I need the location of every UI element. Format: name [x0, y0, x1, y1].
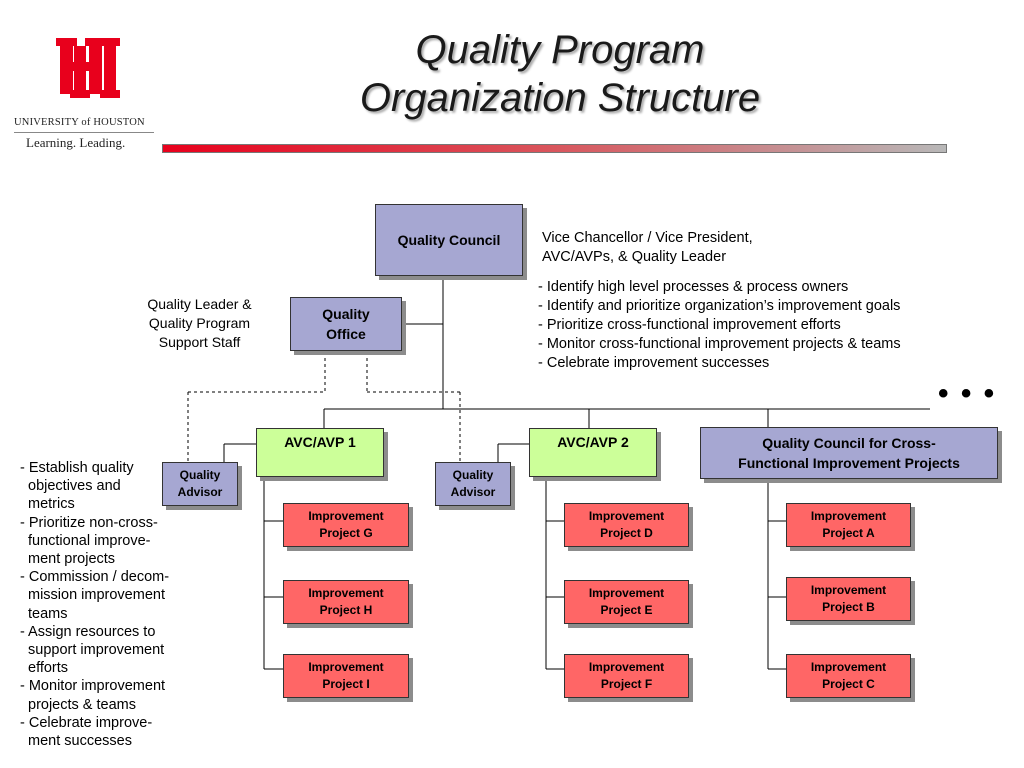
quality-office-description-line: Support Staff [158, 334, 241, 350]
quality-office-description: Quality Leader & Quality Program Support… [132, 295, 267, 352]
advisor-duty-line: - Celebrate improve- [20, 714, 153, 731]
university-logo: UNIVERSITY of HOUSTON Learning. Leading. [14, 34, 164, 154]
avc-avp-2-label: AVC/AVP 2 [557, 434, 629, 450]
logo-divider [14, 132, 154, 133]
cross-functional-council-box: Quality Council for Cross- Functional Im… [700, 427, 998, 479]
quality-advisor-duties: - Establish quality objectives and metri… [20, 459, 169, 750]
project-label-line: Improvement [588, 509, 665, 523]
project-label-line: Improvement [588, 586, 665, 600]
project-label-line: Improvement [308, 509, 384, 523]
advisor-duty-line: support improvement [28, 642, 165, 659]
quality-office-box: Quality Office [290, 297, 402, 351]
advisor-duty-line: - Monitor improvement [20, 678, 166, 695]
advisor-label-line: Advisor [177, 485, 223, 499]
project-label-line: Project H [319, 603, 373, 617]
avc-avp-1-label: AVC/AVP 1 [284, 434, 356, 450]
avc-avp-1-box: AVC/AVP 1 [256, 428, 384, 477]
quality-council-duties: - Identify high level processes & proces… [538, 278, 901, 373]
improvement-project-c-box: Improvement Project C [786, 654, 911, 698]
project-label-line: Improvement [810, 583, 887, 597]
improvement-project-e-box: Improvement Project E [564, 580, 689, 624]
improvement-project-f-box: Improvement Project F [564, 654, 689, 698]
project-label-line: Project I [322, 677, 370, 691]
improvement-project-h-box: Improvement Project H [283, 580, 409, 624]
advisor-duty-line: ment projects [28, 551, 116, 568]
advisor-duty-line: mission improvement [28, 587, 165, 604]
duty-item: - Prioritize cross-functional improvemen… [538, 317, 841, 333]
title-line-1: Quality Program [415, 28, 705, 72]
advisor-duty-line: ment successes [28, 733, 132, 750]
advisor-label-line: Quality [452, 468, 494, 482]
advisor-duty-line: objectives and [28, 478, 121, 495]
advisor-duty-line: - Assign resources to [20, 623, 156, 640]
project-label-line: Project G [319, 526, 373, 540]
project-label-line: Project F [600, 677, 653, 691]
university-name: UNIVERSITY of HOUSTON [14, 117, 145, 128]
quality-advisor-2-box: Quality Advisor [435, 462, 511, 506]
page-title: Quality Program Organization Structure [280, 26, 840, 122]
project-label-line: Improvement [810, 660, 887, 674]
quality-council-box: Quality Council [375, 204, 523, 276]
advisor-duty-line: efforts [28, 660, 69, 677]
quality-office-description-line: Quality Leader & [147, 296, 252, 312]
project-label-line: Project A [822, 526, 875, 540]
cross-council-label-line: Functional Improvement Projects [738, 455, 960, 471]
project-label-line: Improvement [308, 660, 384, 674]
project-label-line: Improvement [308, 586, 384, 600]
advisor-label-line: Quality [179, 468, 221, 482]
improvement-project-a-box: Improvement Project A [786, 503, 911, 547]
quality-office-description-line: Quality Program [148, 315, 251, 331]
advisor-duty-line: - Prioritize non-cross- [20, 514, 158, 531]
advisor-duty-line: metrics [28, 496, 75, 513]
advisor-duty-line: projects & teams [28, 696, 136, 713]
quality-office-label-line: Quality [322, 306, 370, 322]
quality-council-label: Quality Council [397, 232, 501, 248]
university-tagline: Learning. Leading. [26, 135, 126, 150]
title-line-2: Organization Structure [359, 76, 761, 120]
quality-council-description-line: Vice Chancellor / Vice President, [542, 230, 753, 246]
improvement-project-d-box: Improvement Project D [564, 503, 689, 547]
advisor-label-line: Advisor [450, 485, 496, 499]
duty-item: - Celebrate improvement successes [538, 355, 770, 371]
project-label-line: Improvement [588, 660, 665, 674]
improvement-project-i-box: Improvement Project I [283, 654, 409, 698]
uh-interlocking-logo-icon [56, 38, 120, 98]
quality-council-description: Vice Chancellor / Vice President, AVC/AV… [542, 229, 753, 267]
project-label-line: Project B [822, 600, 875, 614]
more-ellipsis: • • • [938, 377, 997, 410]
duty-item: - Monitor cross-functional improvement p… [538, 336, 901, 352]
project-label-line: Project E [600, 603, 653, 617]
advisor-duty-line: - Commission / decom- [20, 569, 170, 586]
improvement-project-b-box: Improvement Project B [786, 577, 911, 621]
cross-council-label-line: Quality Council for Cross- [762, 435, 936, 451]
quality-advisor-1-box: Quality Advisor [162, 462, 238, 506]
title-divider-bar [162, 144, 947, 153]
duty-item: - Identify and prioritize organization’s… [538, 298, 901, 314]
project-label-line: Project C [822, 677, 875, 691]
project-label-line: Improvement [810, 509, 887, 523]
project-label-line: Project D [600, 526, 653, 540]
advisor-duty-line: teams [28, 605, 68, 622]
advisor-duty-line: functional improve- [28, 532, 151, 549]
quality-office-label-line: Office [326, 326, 366, 342]
duty-item: - Identify high level processes & proces… [538, 279, 849, 295]
advisor-duty-line: - Establish quality [20, 460, 134, 476]
quality-council-description-line: AVC/AVPs, & Quality Leader [542, 249, 727, 265]
improvement-project-g-box: Improvement Project G [283, 503, 409, 547]
avc-avp-2-box: AVC/AVP 2 [529, 428, 657, 477]
